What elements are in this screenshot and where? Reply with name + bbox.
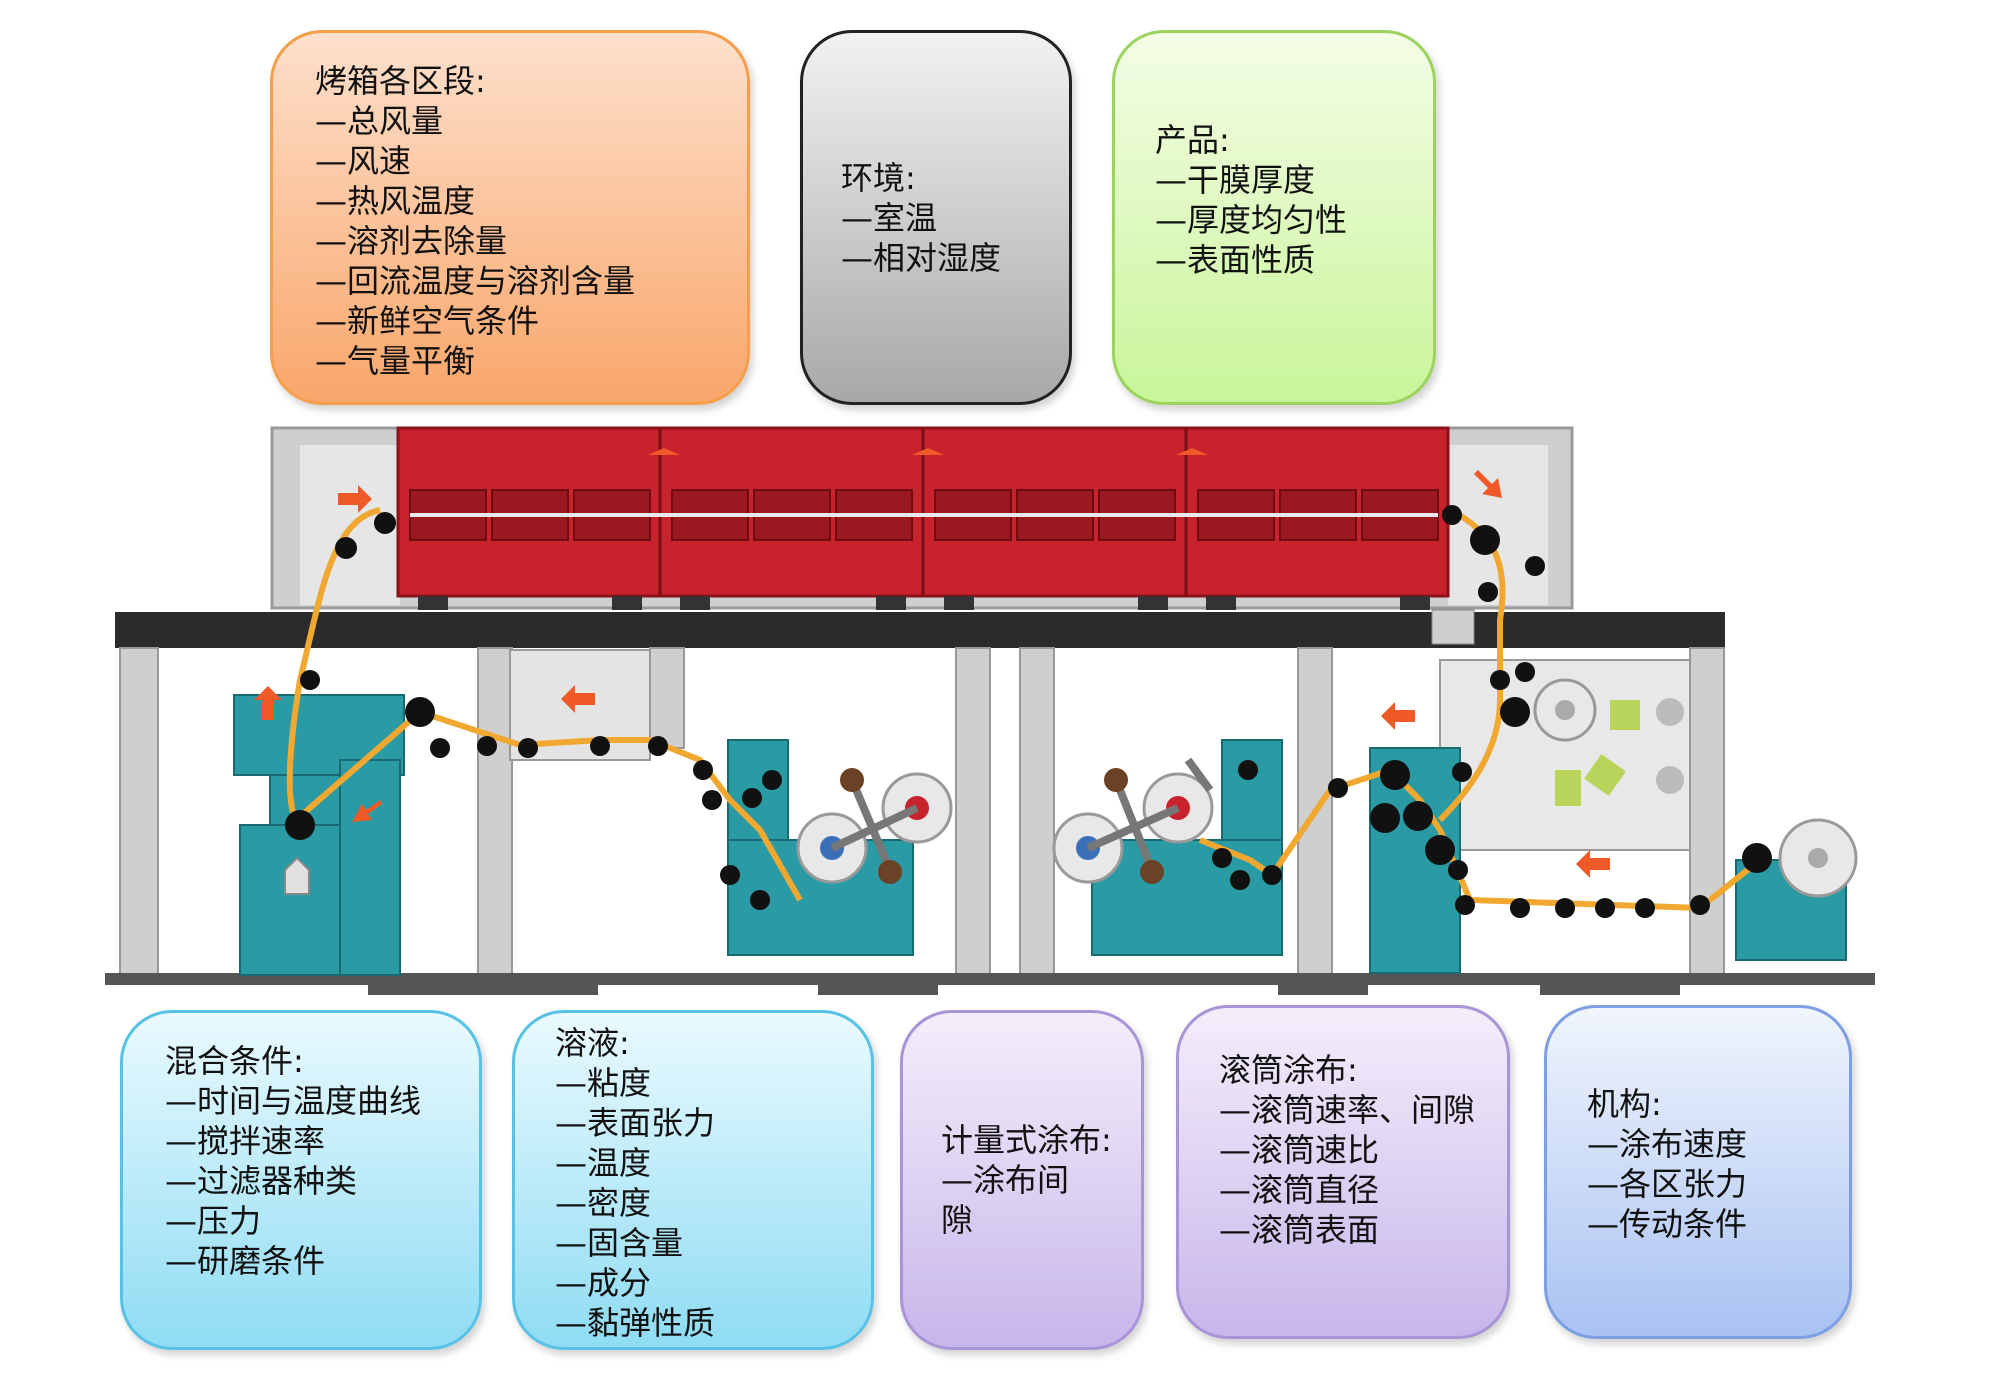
box-item: —滚筒表面 bbox=[1219, 1211, 1380, 1249]
box-item: —传动条件 bbox=[1587, 1205, 1748, 1243]
box-item: —滚筒速比 bbox=[1219, 1131, 1380, 1169]
metering-coating-box: 计量式涂布: —涂布间隙 bbox=[900, 1010, 1144, 1350]
flow-arrows bbox=[254, 448, 1610, 878]
box-item: —固含量 bbox=[555, 1224, 684, 1262]
box-item: —黏弹性质 bbox=[555, 1304, 716, 1342]
box-title: 机构: bbox=[1587, 1085, 1662, 1123]
box-item: —成分 bbox=[555, 1264, 652, 1302]
box-item: —溶剂去除量 bbox=[315, 222, 508, 260]
solution-box: 溶液: —粘度 —表面张力 —温度 —密度 —固含量 —成分 —黏弹性质 bbox=[512, 1010, 874, 1350]
box-title: 环境: bbox=[841, 158, 916, 197]
roll-coating-box: 滚筒涂布: —滚筒速率、间隙 —滚筒速比 —滚筒直径 —滚筒表面 bbox=[1176, 1005, 1510, 1339]
coater-unit-1 bbox=[727, 739, 953, 956]
box-item: —干膜厚度 bbox=[1155, 160, 1316, 199]
box-item: —滚筒直径 bbox=[1219, 1171, 1380, 1209]
environment-box: 环境: —室温 —相对湿度 bbox=[800, 30, 1072, 405]
box-item: —密度 bbox=[555, 1184, 652, 1222]
product-box: 产品: —干膜厚度 —厚度均匀性 —表面性质 bbox=[1112, 30, 1436, 405]
box-item: —压力 bbox=[165, 1202, 262, 1240]
mechanism-box: 机构: —涂布速度 —各区张力 —传动条件 bbox=[1544, 1005, 1852, 1339]
box-item: —表面性质 bbox=[1155, 240, 1316, 279]
floor-line bbox=[105, 973, 1875, 985]
box-title: 溶液: bbox=[555, 1024, 630, 1062]
mixing-unit bbox=[233, 694, 405, 976]
box-item: —新鲜空气条件 bbox=[315, 302, 540, 340]
box-item: —粘度 bbox=[555, 1064, 652, 1102]
box-item: —搅拌速率 bbox=[165, 1122, 326, 1160]
box-item: —热风温度 bbox=[315, 182, 476, 220]
oven-sections-box: 烤箱各区段: —总风量 —风速 —热风温度 —溶剂去除量 —回流温度与溶剂含量 … bbox=[270, 30, 750, 405]
box-title: 产品: bbox=[1155, 120, 1230, 159]
box-item: —厚度均匀性 bbox=[1155, 200, 1348, 239]
box-item: —气量平衡 bbox=[315, 342, 476, 380]
box-item: —涂布速度 bbox=[1587, 1125, 1748, 1163]
box-title: 滚筒涂布: bbox=[1219, 1051, 1358, 1089]
box-title: 混合条件: bbox=[165, 1042, 304, 1080]
drying-oven bbox=[396, 426, 1450, 610]
platform-beam bbox=[115, 612, 1725, 648]
box-item: —表面张力 bbox=[555, 1104, 716, 1142]
box-item: —风速 bbox=[315, 142, 412, 180]
rollers bbox=[285, 505, 1772, 918]
box-item: —温度 bbox=[555, 1144, 652, 1182]
box-item: —回流温度与溶剂含量 bbox=[315, 262, 636, 300]
box-item: —总风量 bbox=[315, 102, 444, 140]
box-item: —时间与温度曲线 bbox=[165, 1082, 422, 1120]
box-item: —相对湿度 bbox=[841, 238, 1002, 277]
rewind-unit bbox=[1533, 678, 1858, 961]
box-item: —各区张力 bbox=[1587, 1165, 1748, 1203]
mixing-conditions-box: 混合条件: —时间与温度曲线 —搅拌速率 —过滤器种类 —压力 —研磨条件 bbox=[120, 1010, 482, 1350]
box-item: —过滤器种类 bbox=[165, 1162, 358, 1200]
box-item: —滚筒速率、间隙 bbox=[1219, 1091, 1476, 1129]
box-item: —室温 bbox=[841, 198, 938, 237]
box-item: —涂布间隙 bbox=[941, 1161, 1070, 1239]
box-title: 计量式涂布: bbox=[941, 1121, 1112, 1159]
box-title: 烤箱各区段: bbox=[315, 62, 486, 100]
box-item: —研磨条件 bbox=[165, 1242, 326, 1280]
